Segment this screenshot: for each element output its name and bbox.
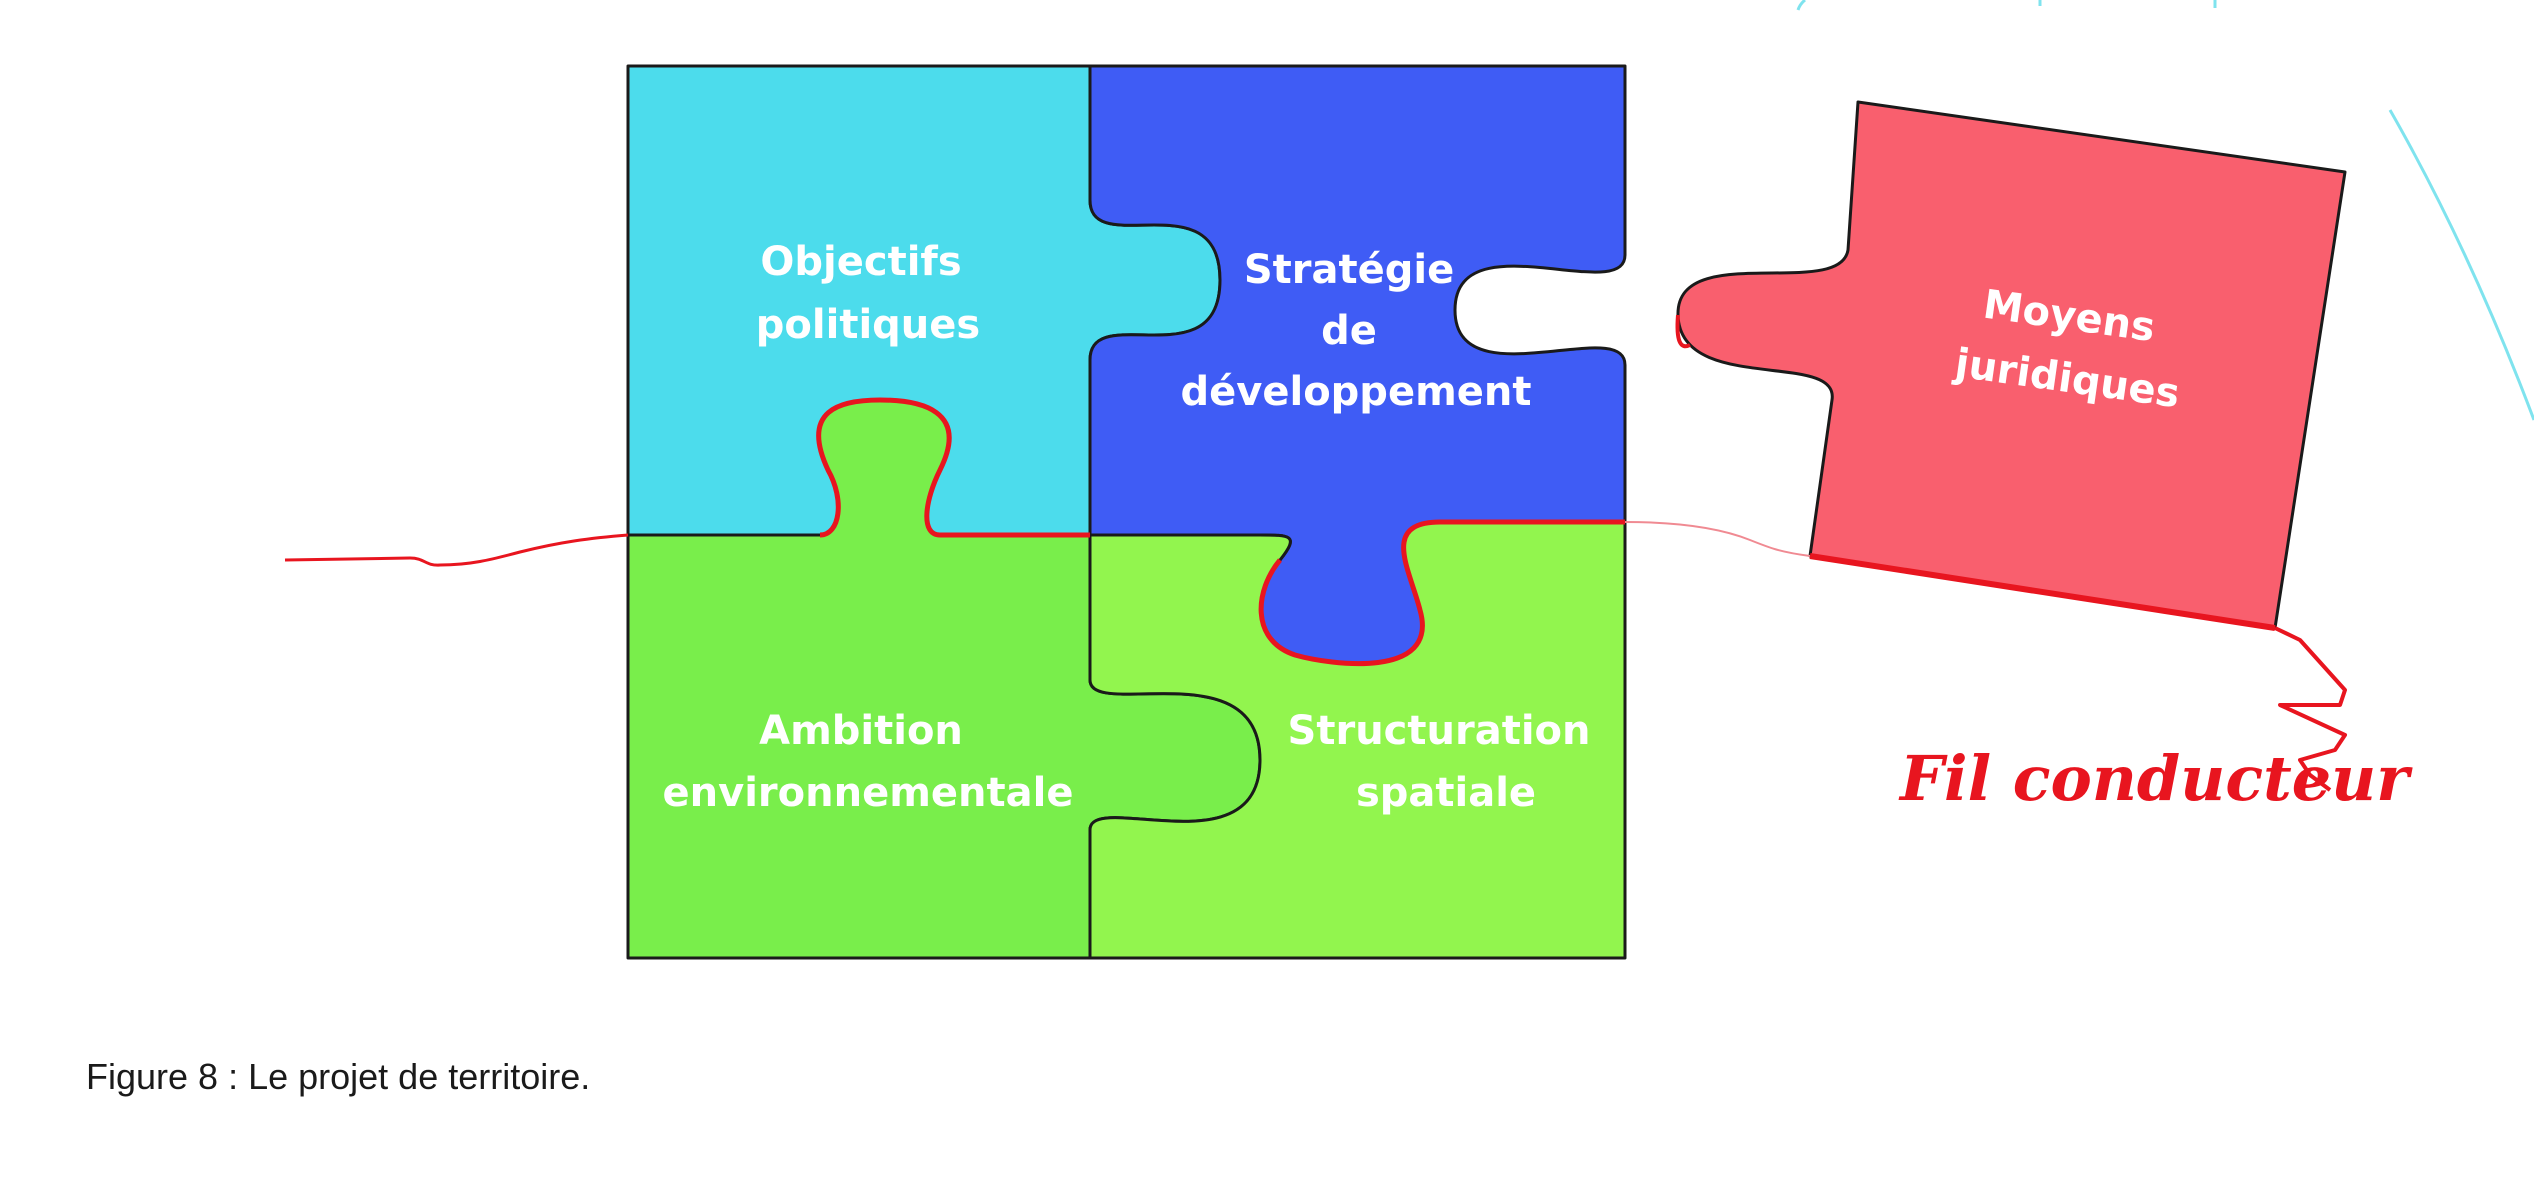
thread-line-zigzag: [2274, 626, 2347, 792]
thread-line-seam-2: [1258, 519, 1625, 667]
label-structuration: Structuration spatiale: [1288, 708, 1605, 816]
decorative-arc-right: [2388, 109, 2534, 421]
thread-line-seam-1: [816, 397, 1090, 538]
label-objectifs: Objectifs politiques: [756, 239, 980, 348]
thread-line-under-moyens: [1809, 553, 2276, 631]
label-strategie: Stratégie de développement: [1181, 247, 1532, 415]
thread-line-middle: [1624, 521, 1811, 557]
thread-line-left: [284, 533, 629, 567]
label-ambition: Ambition environnementale: [663, 708, 1074, 816]
decorative-arc-top: [1796, 0, 2217, 11]
thread-line-moyens-edge: [1675, 314, 1691, 349]
label-fil-conducteur: Fil conducteur: [1898, 742, 2413, 815]
figure-caption: Figure 8 : Le projet de territoire.: [86, 1056, 591, 1097]
